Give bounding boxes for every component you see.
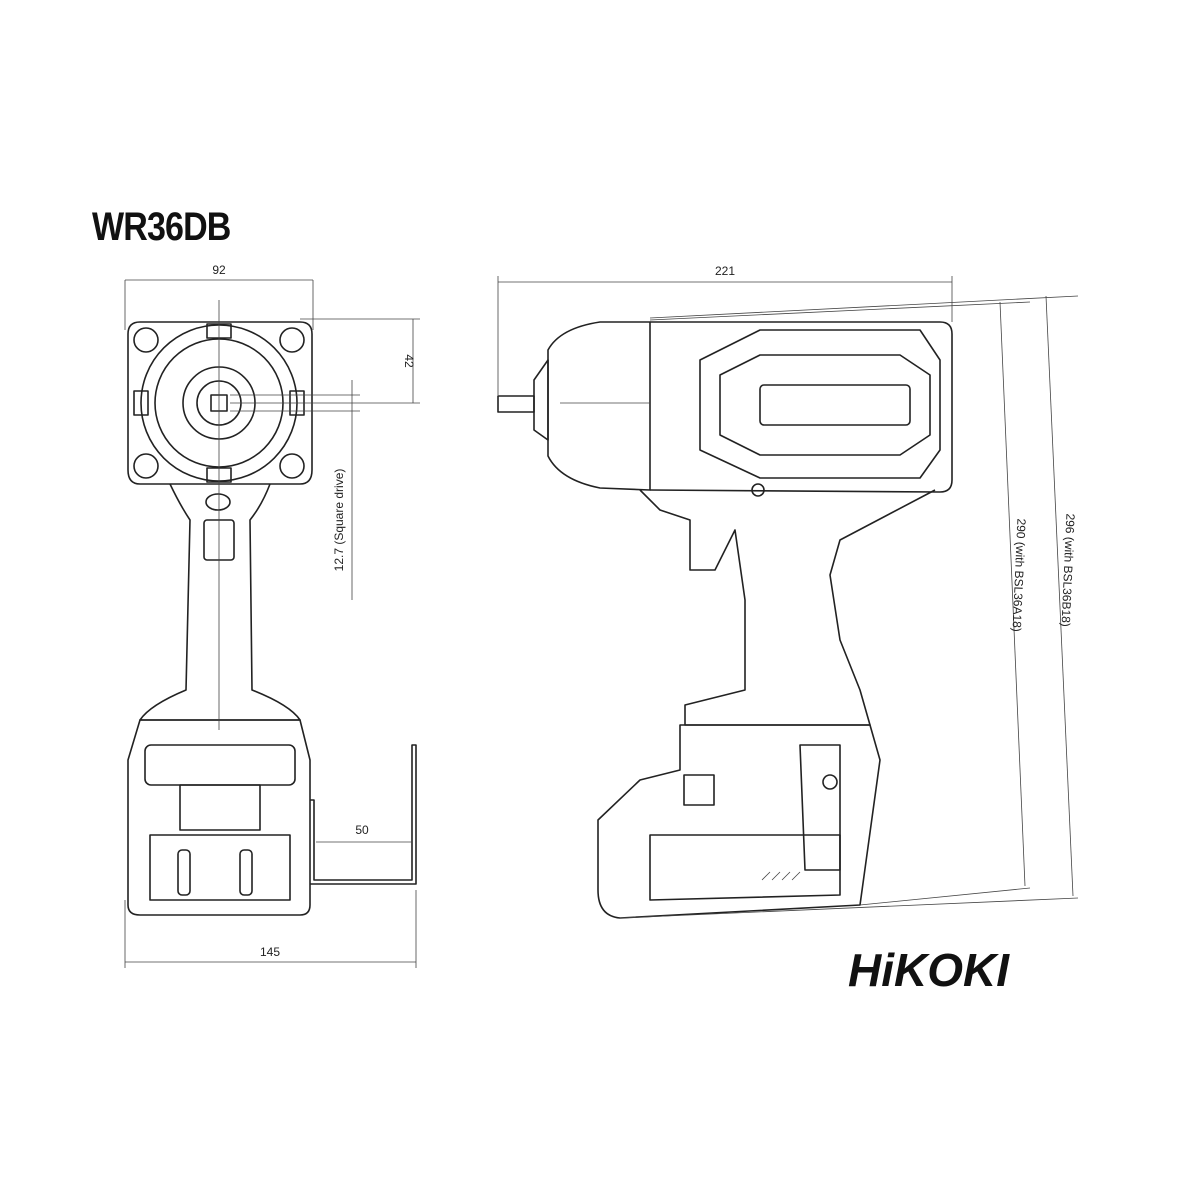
front-view — [127, 300, 417, 916]
model-title: WR36DB — [92, 205, 231, 249]
dim-296: 296 (with BSL36B18) — [1059, 513, 1078, 627]
side-dimensions — [497, 276, 1079, 919]
dim-92: 92 — [212, 263, 226, 277]
side-view — [497, 321, 953, 919]
front-dimensions — [124, 279, 420, 968]
dim-221: 221 — [715, 264, 735, 278]
dim-42: 42 — [402, 354, 416, 368]
dim-145: 145 — [260, 945, 280, 959]
dim-50: 50 — [355, 823, 369, 837]
dim-square-drive: 12.7 (Square drive) — [332, 469, 346, 572]
dim-290: 290 (with BSL36A18) — [1010, 518, 1029, 632]
brand-logo: HiKOKI — [848, 944, 1010, 996]
